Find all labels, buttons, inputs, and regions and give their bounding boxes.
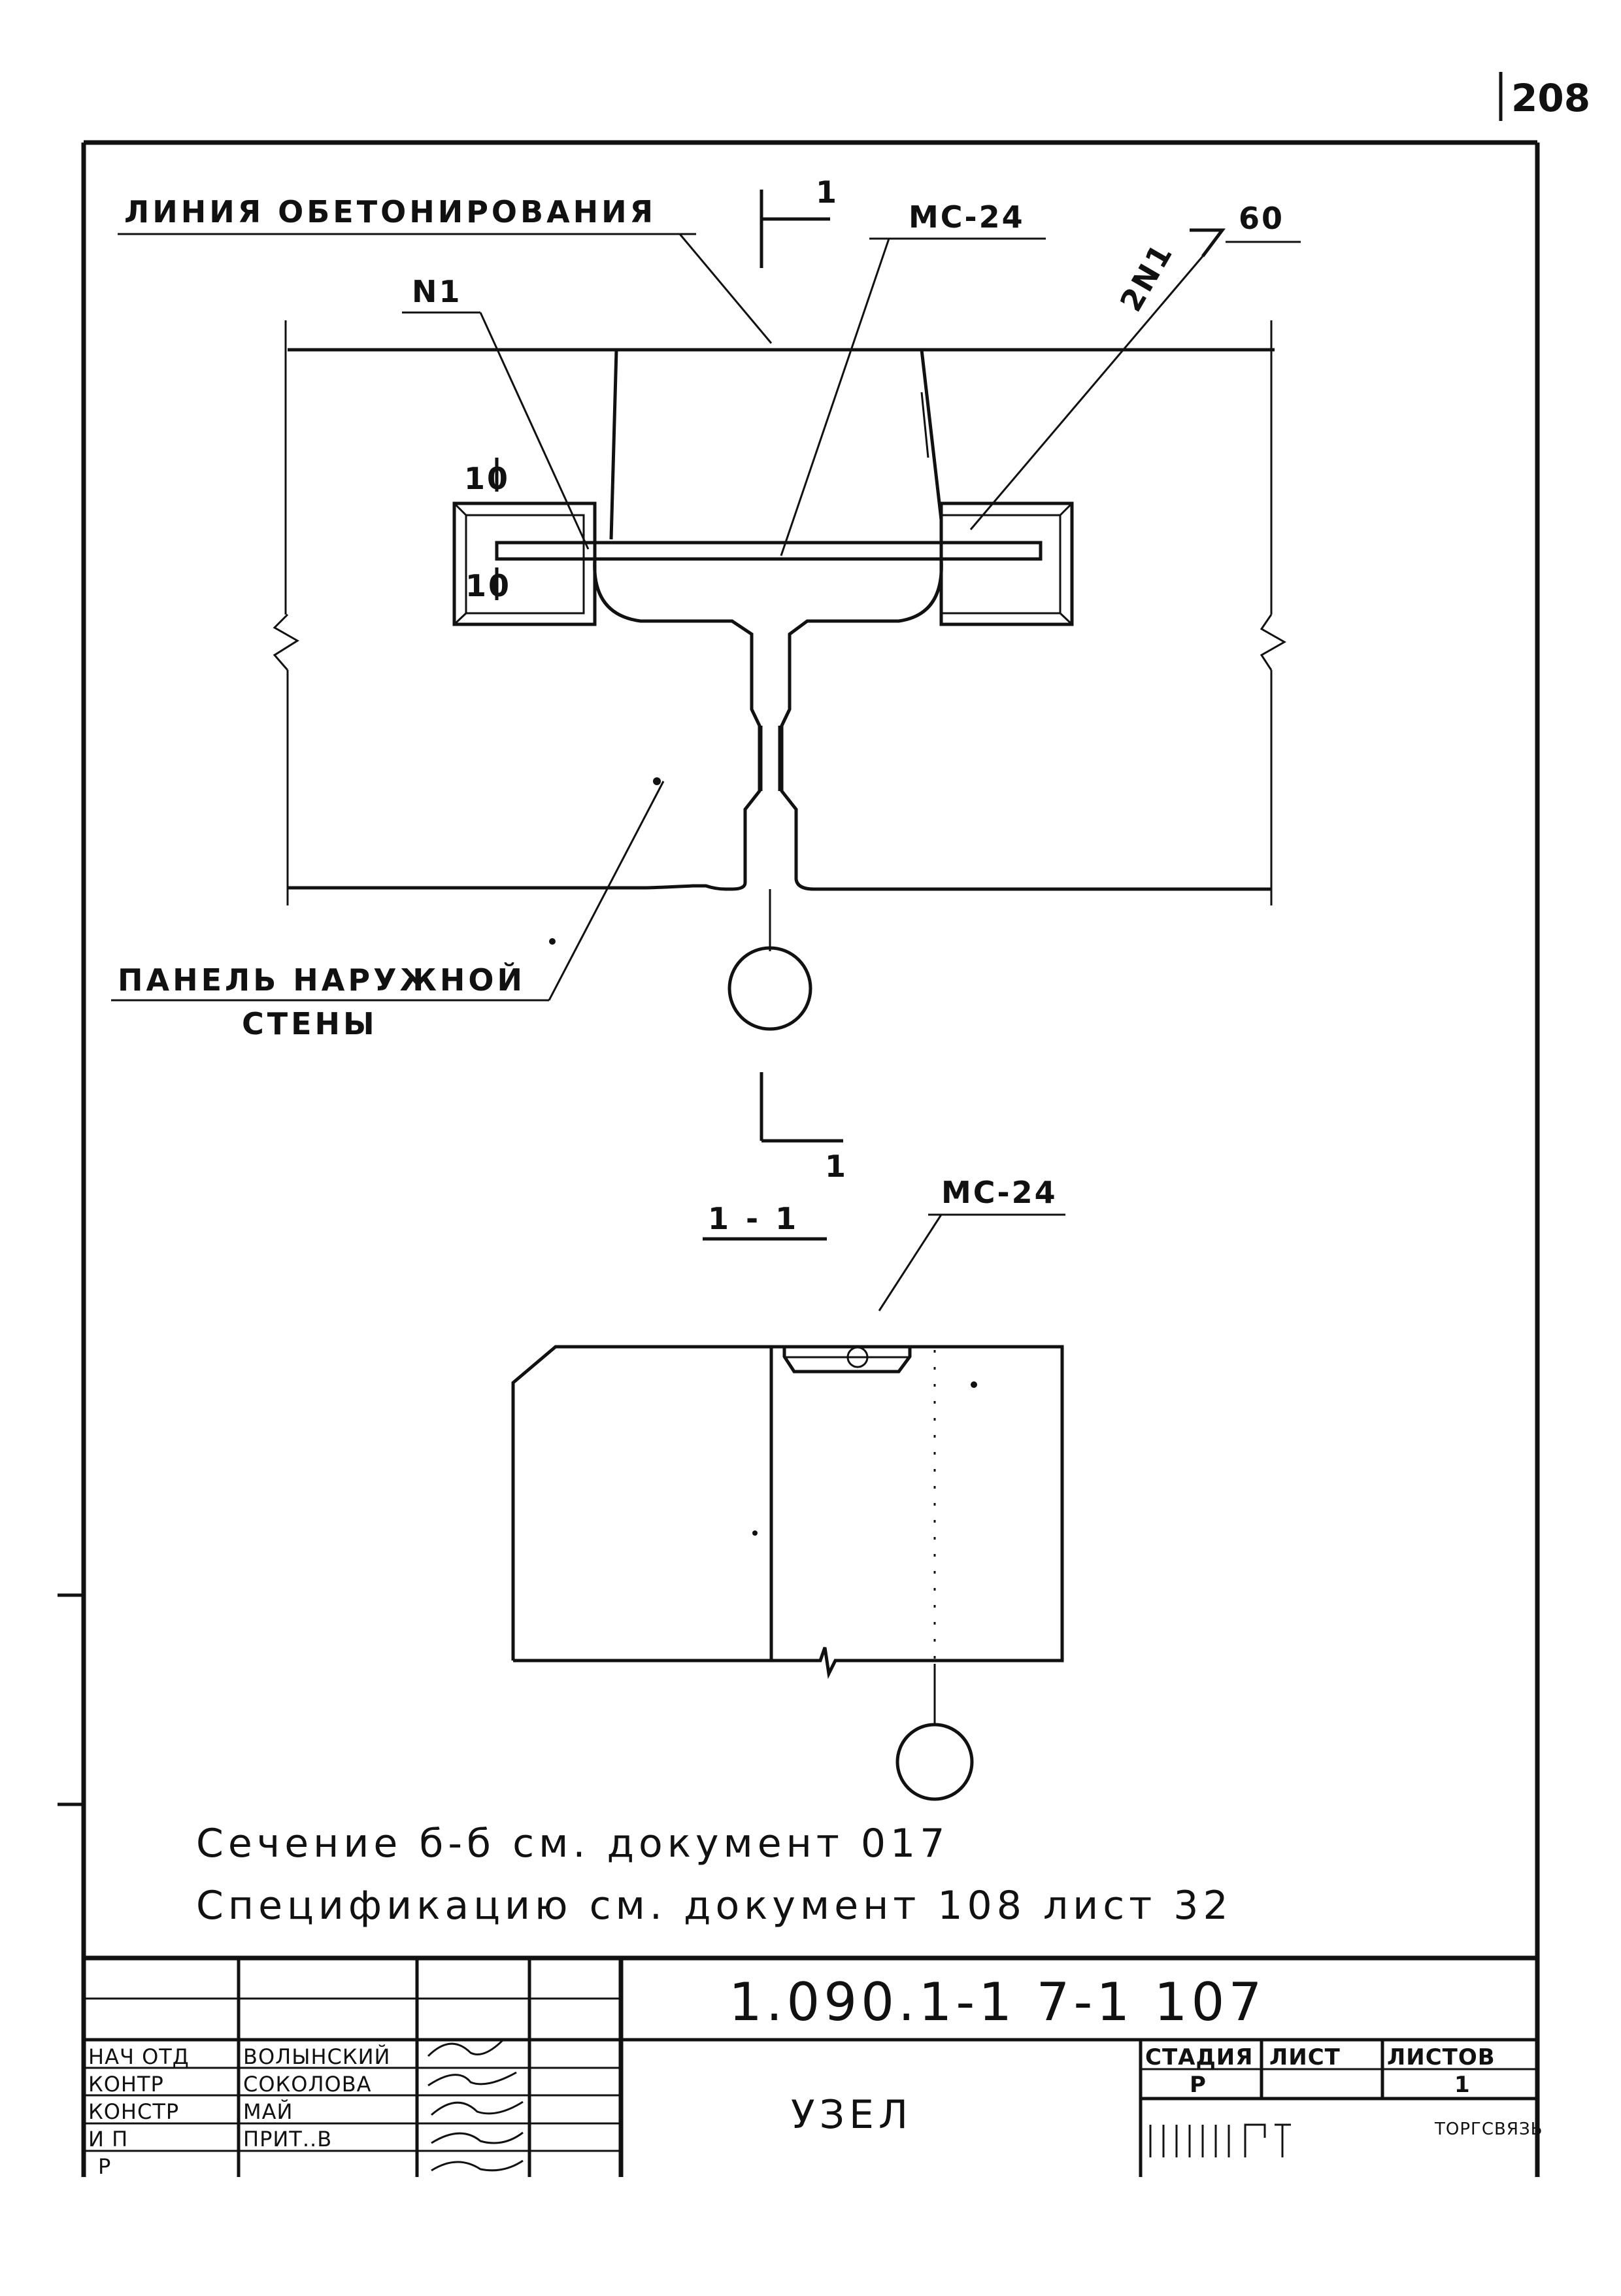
tb-name-3: МАЙ: [243, 2099, 293, 2124]
page-number-group: 208: [1499, 72, 1590, 121]
label-panel-line2: СТЕНЫ: [242, 1006, 378, 1041]
label-mc24-plan: МС-24: [909, 199, 1025, 235]
dim-10-upper: 10: [464, 461, 510, 496]
tb-role-5: Р: [98, 2154, 111, 2179]
org-name: ТОРГСВЯЗЬ: [1434, 2119, 1543, 2139]
section-view: 1 - 1 МС-24: [511, 1175, 1065, 1801]
section-mark-top: 1: [816, 175, 840, 210]
tb-role-4: И П: [88, 2127, 128, 2152]
label-n1: N1: [412, 274, 462, 309]
org-stamp: ТОРГСВЯЗЬ: [1149, 2119, 1543, 2157]
tb-name-1: ВОЛЫНСКИЙ: [243, 2044, 390, 2069]
drawing-title: УЗЕЛ: [791, 2092, 912, 2138]
section-title: 1 - 1: [708, 1201, 799, 1236]
drawing-frame: [58, 140, 1540, 2177]
note-line-2: Спецификацию см. документ 108 лист 32: [196, 1883, 1233, 1929]
stage-header: СТАДИЯ: [1145, 2044, 1253, 2070]
sheets-header: ЛИСТОВ: [1387, 2044, 1496, 2070]
notes: Сечение б-б см. документ 017 Спецификаци…: [196, 1821, 1233, 1929]
stage-value: Р: [1190, 2072, 1207, 2098]
plan-view: ЛИНИЯ ОБЕТОНИРОВАНИЯ 1 МС-24 2N1 60 N1: [111, 175, 1301, 1184]
page-number: 208: [1511, 76, 1590, 120]
tb-role-2: КОНТР: [88, 2072, 164, 2097]
label-mc24-section: МС-24: [941, 1175, 1058, 1210]
signatures: [427, 2038, 524, 2172]
sheets-value: 1: [1454, 2072, 1471, 2098]
label-60: 60: [1239, 201, 1284, 236]
tb-name-4: ПРИТ..В: [243, 2127, 332, 2152]
label-concreting-line: ЛИНИЯ ОБЕТОНИРОВАНИЯ: [124, 194, 656, 229]
section-mark-bottom: 1: [825, 1149, 849, 1184]
dim-10-lower: 10: [465, 568, 511, 603]
note-line-1: Сечение б-б см. документ 017: [196, 1821, 949, 1866]
title-block: 1.090.1-1 7-1 107 НАЧ ОТД ВОЛЫНСКИЙ КОНТ…: [84, 1955, 1543, 2179]
tb-role-3: КОНСТР: [88, 2099, 179, 2124]
sheet-header: ЛИСТ: [1269, 2044, 1341, 2070]
tb-role-1: НАЧ ОТД: [88, 2044, 190, 2069]
label-2n1: 2N1: [1113, 237, 1180, 318]
tb-name-2: СОКОЛОВА: [243, 2072, 372, 2097]
document-code: 1.090.1-1 7-1 107: [729, 1972, 1265, 2033]
label-panel-line1: ПАНЕЛЬ НАРУЖНОЙ: [118, 962, 526, 998]
